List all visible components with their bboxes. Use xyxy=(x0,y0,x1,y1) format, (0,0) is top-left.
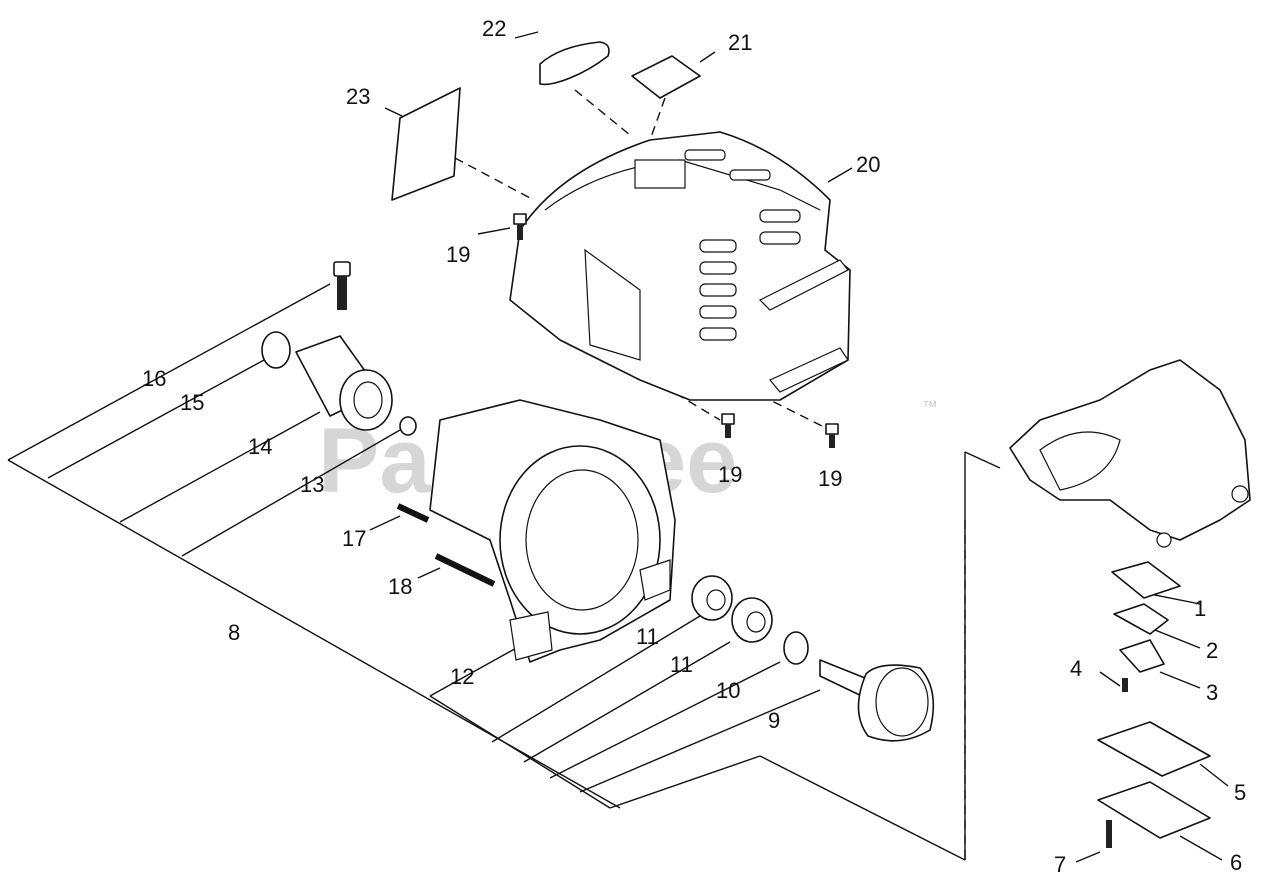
callout-7: 7 xyxy=(1054,852,1066,877)
part-18-long-bolt xyxy=(434,553,496,587)
part-5-gasket xyxy=(1097,721,1211,777)
callout-14: 14 xyxy=(248,434,272,459)
part-12-crankcase xyxy=(429,399,676,663)
part-1-gasket xyxy=(1111,561,1181,599)
part-6-insulator xyxy=(1097,781,1211,839)
part-21-label xyxy=(631,55,701,99)
part-2-reed-valve xyxy=(1113,603,1169,635)
callout-5: 5 xyxy=(1234,780,1246,805)
callout-18: 18 xyxy=(388,574,412,599)
callout-4: 4 xyxy=(1070,656,1082,681)
callout-1: 1 xyxy=(1194,596,1206,621)
engine-block xyxy=(1009,359,1251,548)
callout-20: 20 xyxy=(856,152,880,177)
part-10-snap-ring xyxy=(783,631,809,665)
callout-3: 3 xyxy=(1206,680,1218,705)
part-13-small-ring xyxy=(399,416,417,436)
callout-9: 9 xyxy=(768,708,780,733)
callout-8: 8 xyxy=(228,620,240,645)
part-19-screw-mid xyxy=(721,413,735,438)
callout-21: 21 xyxy=(728,30,752,55)
callout-numbers: 1 2 3 4 5 6 7 8 9 10 11 11 12 13 14 15 1… xyxy=(142,16,1246,877)
callout-22: 22 xyxy=(482,16,506,41)
callout-6: 6 xyxy=(1230,850,1242,875)
part-3-reed-stopper xyxy=(1119,639,1165,673)
callout-10: 10 xyxy=(716,678,740,703)
part-16-bolt xyxy=(333,261,351,310)
callout-12: 12 xyxy=(450,664,474,689)
part-4-screw xyxy=(1122,678,1128,692)
callout-19-a: 19 xyxy=(446,242,470,267)
part-9-clutch-drum xyxy=(819,659,935,742)
callout-2: 2 xyxy=(1206,638,1218,663)
part-22-cover-plate xyxy=(539,41,610,86)
part-20-fan-cover xyxy=(509,131,851,401)
part-15-o-ring xyxy=(261,331,291,369)
part-11-bearing-a xyxy=(691,575,733,621)
callout-23: 23 xyxy=(346,84,370,109)
part-11-bearing-b xyxy=(731,597,773,643)
callout-17: 17 xyxy=(342,526,366,551)
callout-11-a: 11 xyxy=(636,624,659,649)
part-17-bolt xyxy=(396,503,430,523)
part-14-intake-pipe xyxy=(295,335,393,431)
callout-11-b: 11 xyxy=(670,652,693,677)
watermark-trademark: ™ xyxy=(922,399,938,416)
part-23-decal xyxy=(391,87,461,201)
callout-16: 16 xyxy=(142,366,166,391)
part-7-bolt xyxy=(1106,820,1112,848)
callout-19-b: 19 xyxy=(718,462,742,487)
callout-13: 13 xyxy=(300,472,324,497)
callout-19-c: 19 xyxy=(818,466,842,491)
leader-lines xyxy=(7,31,1229,863)
part-19-screw-top xyxy=(513,213,527,240)
callout-15: 15 xyxy=(180,390,204,415)
part-19-screw-right xyxy=(825,423,839,448)
